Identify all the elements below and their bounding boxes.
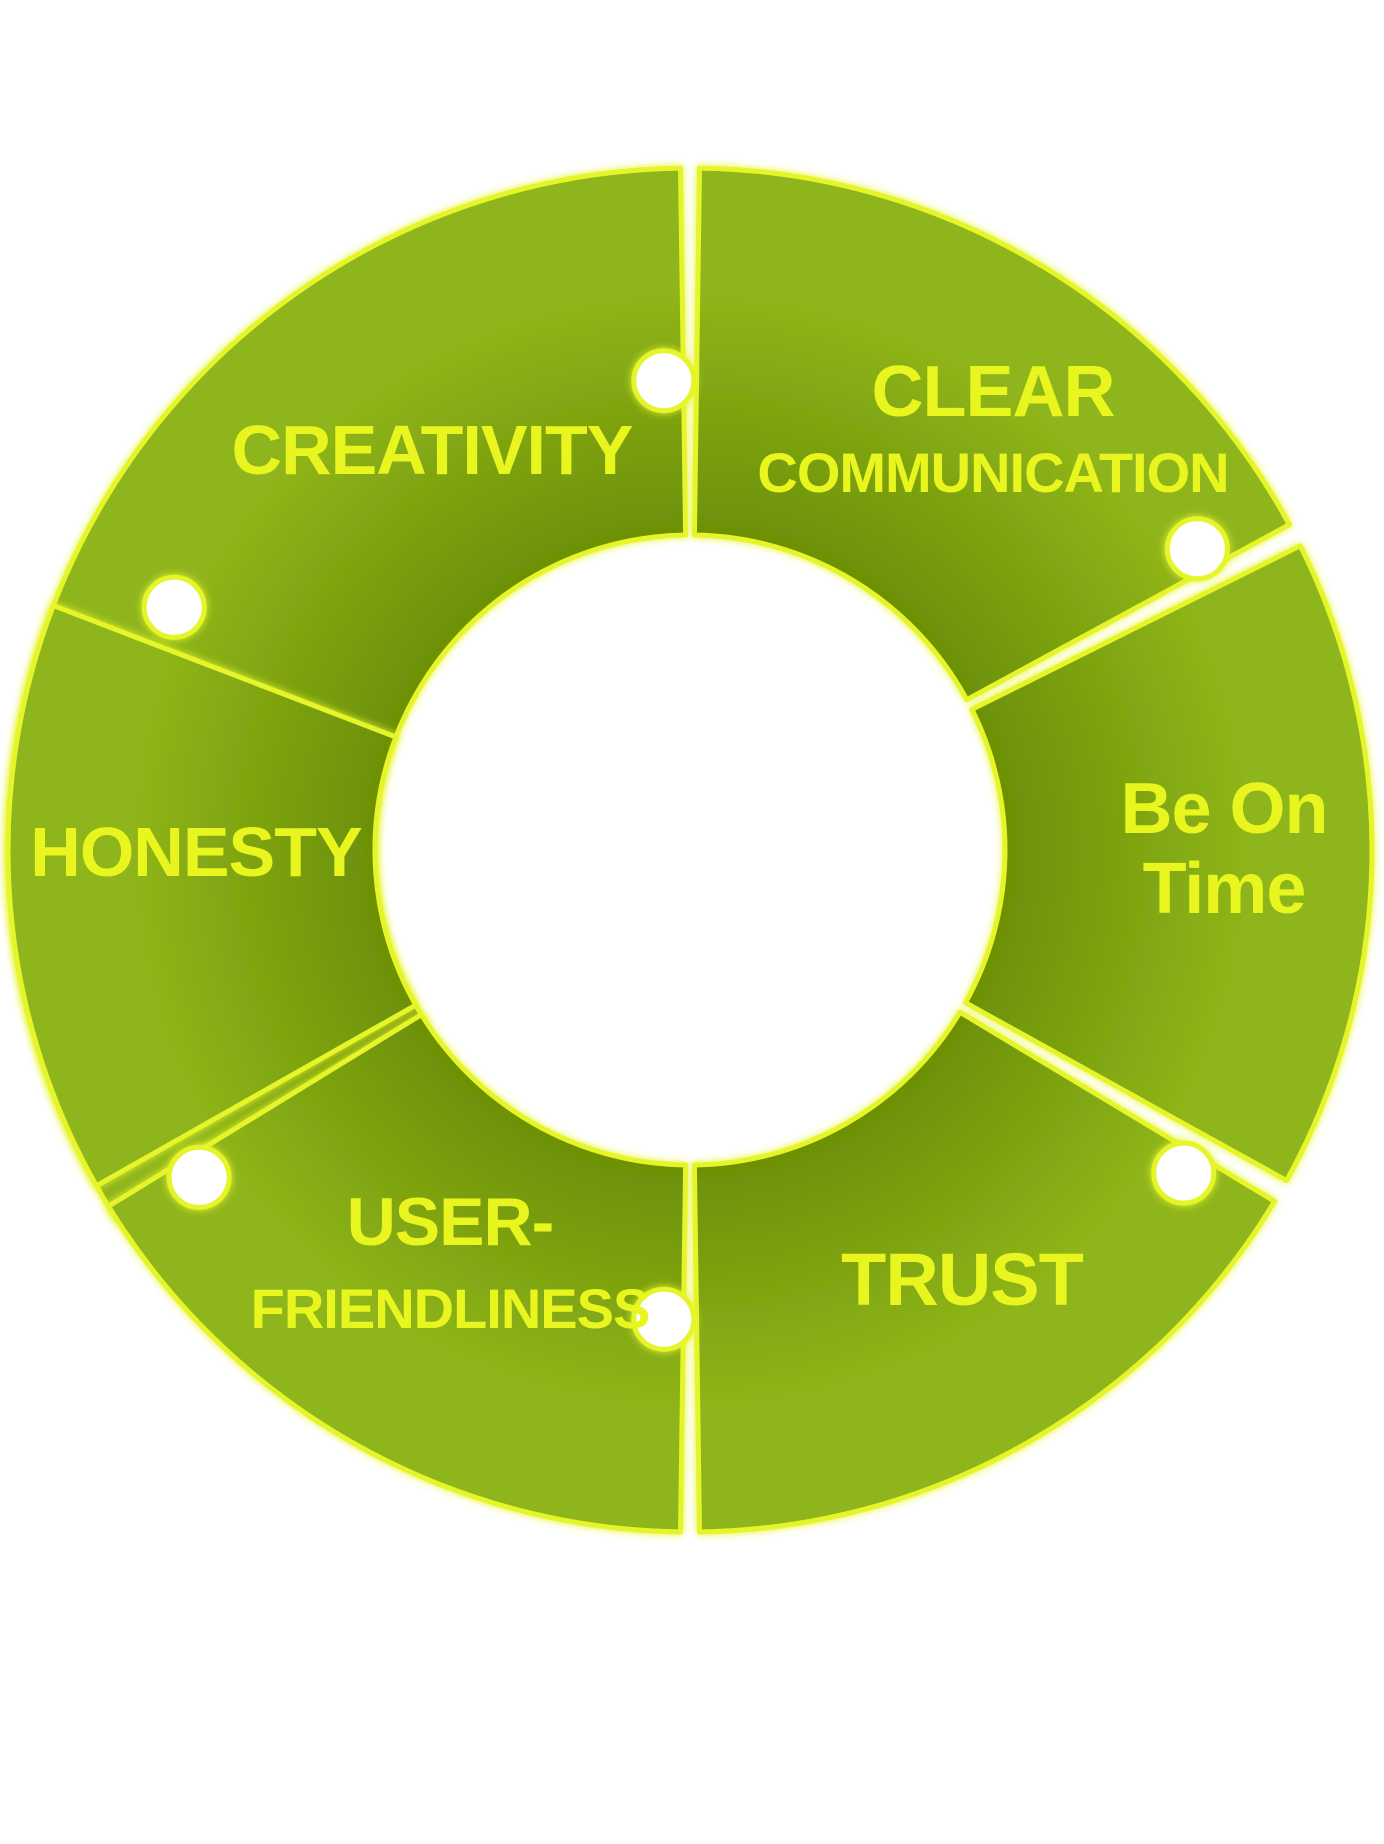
label-user-friendliness-line-2: FRIENDLINESS — [251, 1277, 650, 1340]
puzzle-piece-trust — [691, 1009, 1278, 1535]
label-clear-communication-line-2: COMMUNICATION — [757, 441, 1228, 504]
puzzle-piece-clear-communication — [691, 165, 1292, 703]
label-be-on-time-line-1: Be On — [1120, 769, 1327, 849]
puzzle-knob-3 — [1151, 1140, 1217, 1206]
label-be-on-time-line-2: Time — [1143, 849, 1306, 929]
label-creativity-line-1: CREATIVITY — [232, 411, 633, 489]
label-honesty-line-1: HONESTY — [30, 813, 362, 891]
puzzle-labels: CREATIVITY CLEAR COMMUNICATION Be OnTimeTRU… — [30, 352, 1328, 1340]
puzzle-pieces — [5, 165, 1375, 1535]
puzzle-piece-user-friendliness — [106, 1012, 689, 1535]
puzzle-knob-2 — [1164, 516, 1230, 582]
puzzle-knob-6 — [141, 574, 207, 640]
puzzle-knob-5 — [166, 1144, 232, 1210]
label-trust-line-1: TRUST — [841, 1238, 1083, 1321]
label-clear-communication-line-1: CLEAR — [872, 352, 1115, 432]
puzzle-piece-honesty — [5, 603, 419, 1189]
puzzle-knob-4 — [631, 1286, 697, 1352]
puzzle-knob-1 — [631, 348, 697, 414]
puzzle-piece-be-on-time — [963, 543, 1375, 1184]
label-user-friendliness-line-1: USER- — [347, 1184, 554, 1260]
